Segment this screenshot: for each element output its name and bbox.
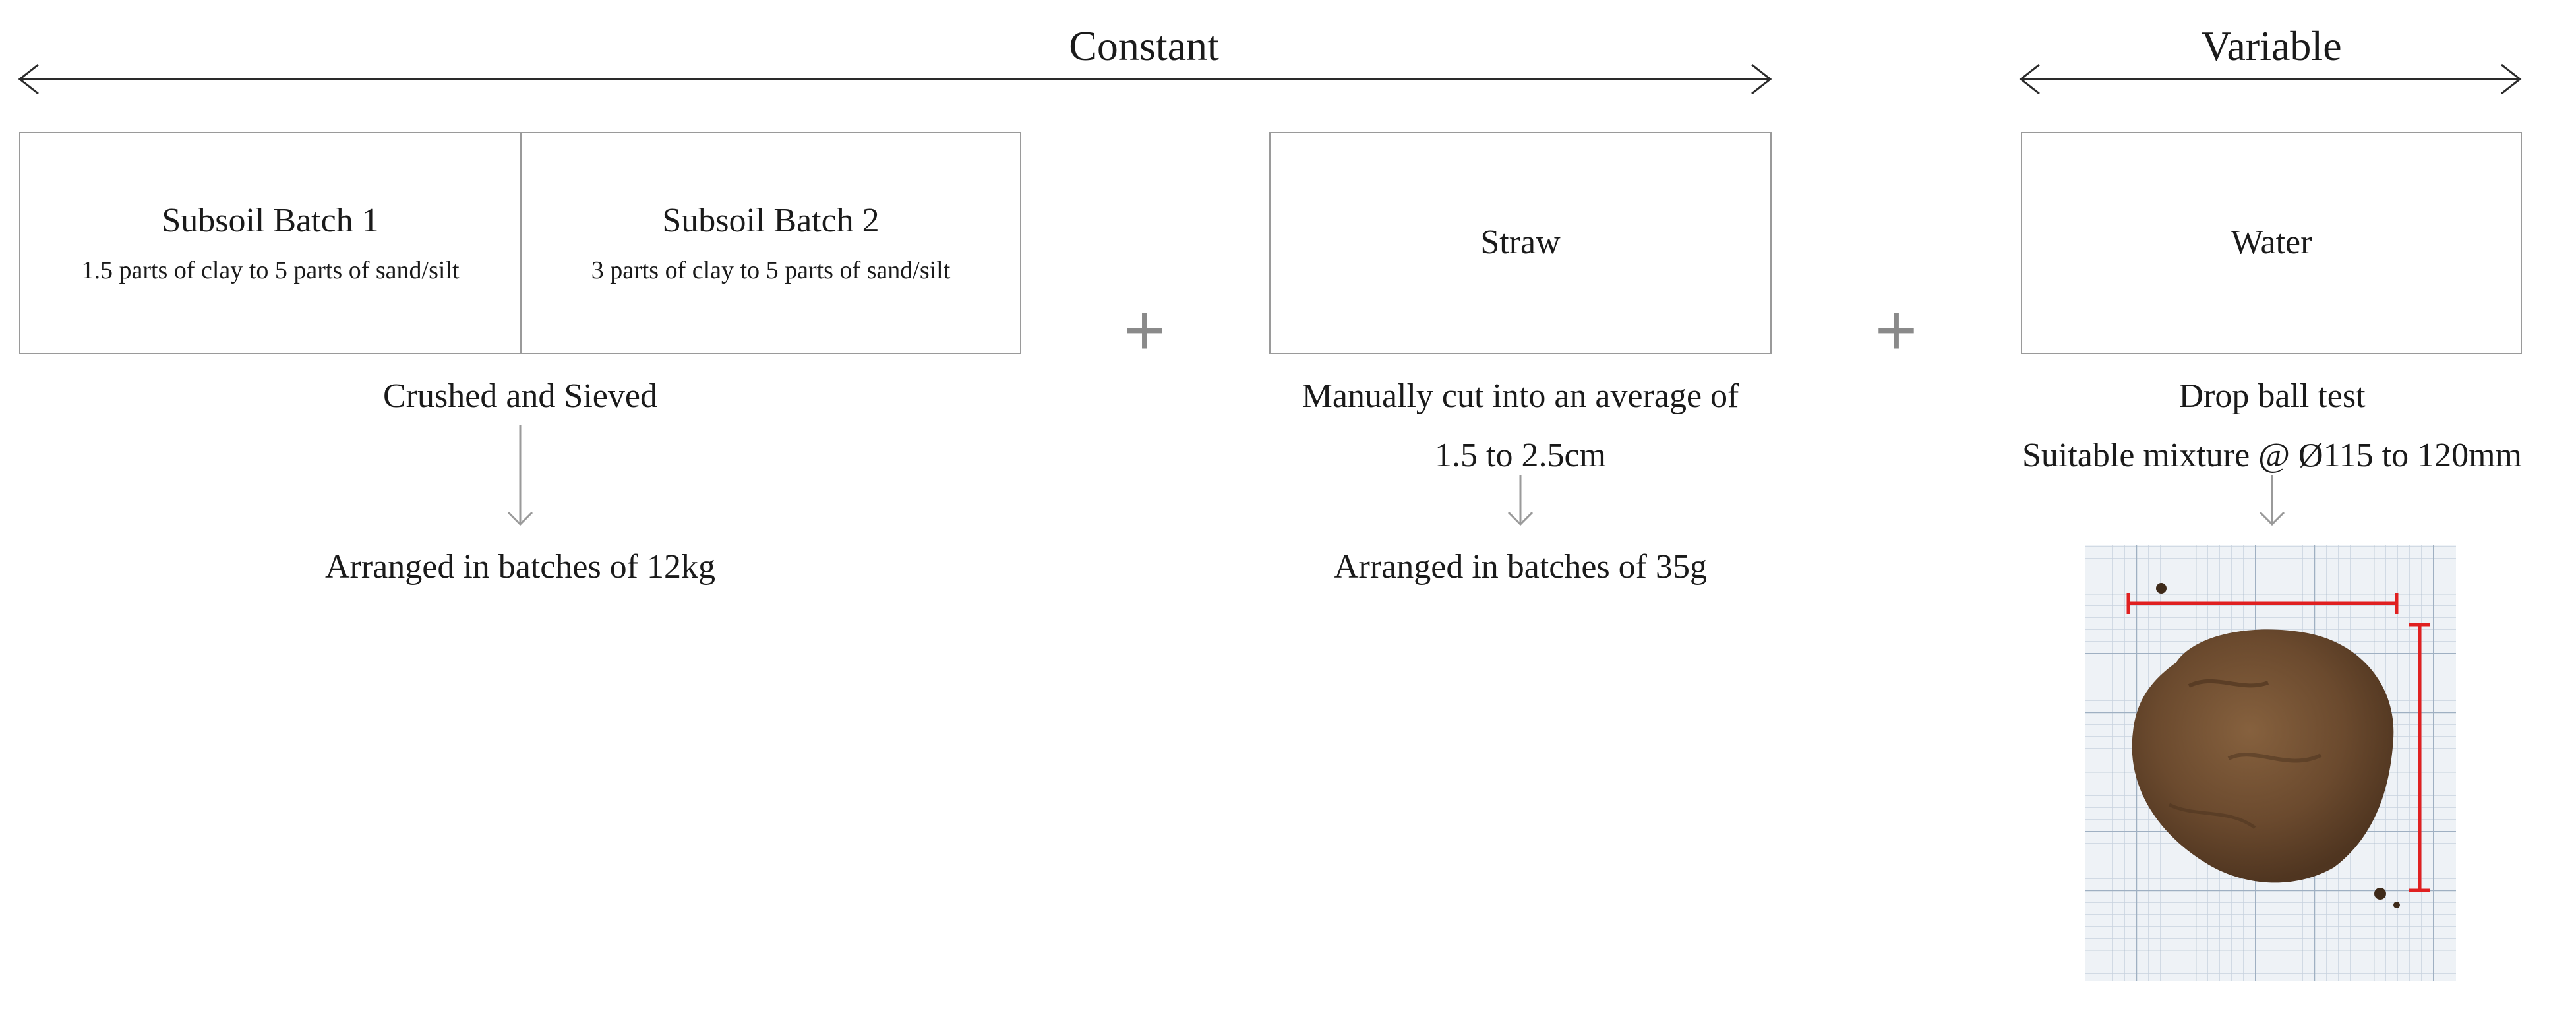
subsoil-batch-1-box: Subsoil Batch 1 1.5 parts of clay to 5 p… bbox=[19, 132, 522, 354]
subsoil-batch-2-title: Subsoil Batch 2 bbox=[662, 201, 880, 239]
variable-heading: Variable bbox=[2201, 22, 2342, 69]
water-down-arrow bbox=[2259, 475, 2285, 526]
straw-process-note-line2: 1.5 to 2.5cm bbox=[1435, 437, 1606, 474]
subsoil-result-note: Arranged in batches of 12kg bbox=[324, 548, 716, 586]
subsoil-batch-1-title: Subsoil Batch 1 bbox=[162, 201, 379, 239]
straw-title: Straw bbox=[1480, 224, 1561, 262]
water-box: Water bbox=[2021, 132, 2522, 354]
plus-operator-2: + bbox=[1874, 290, 1918, 371]
constant-span-arrow bbox=[18, 63, 1772, 95]
subsoil-batch-2-ratio: 3 parts of clay to 5 parts of sand/silt bbox=[591, 256, 951, 284]
straw-box: Straw bbox=[1269, 132, 1772, 354]
subsoil-batch-1-ratio: 1.5 parts of clay to 5 parts of sand/sil… bbox=[81, 256, 460, 284]
diameter-measure bbox=[2126, 593, 2430, 892]
subsoil-batch-2-box: Subsoil Batch 2 3 parts of clay to 5 par… bbox=[520, 132, 1021, 354]
subsoil-down-arrow bbox=[507, 425, 533, 526]
straw-process-note-line1: Manually cut into an average of bbox=[1302, 377, 1739, 415]
water-process-note: Drop ball test bbox=[2178, 377, 2366, 415]
straw-result-note: Arranged in batches of 35g bbox=[1333, 548, 1708, 586]
water-title: Water bbox=[2231, 224, 2312, 262]
subsoil-process-note: Crushed and Sieved bbox=[383, 377, 657, 415]
constant-heading: Constant bbox=[1069, 22, 1219, 69]
water-criterion-note: Suitable mixture @ Ø115 to 120mm bbox=[2022, 437, 2522, 474]
straw-down-arrow bbox=[1507, 475, 1534, 526]
plus-operator-1: + bbox=[1123, 290, 1166, 371]
drop-ball-photo bbox=[2085, 545, 2456, 981]
